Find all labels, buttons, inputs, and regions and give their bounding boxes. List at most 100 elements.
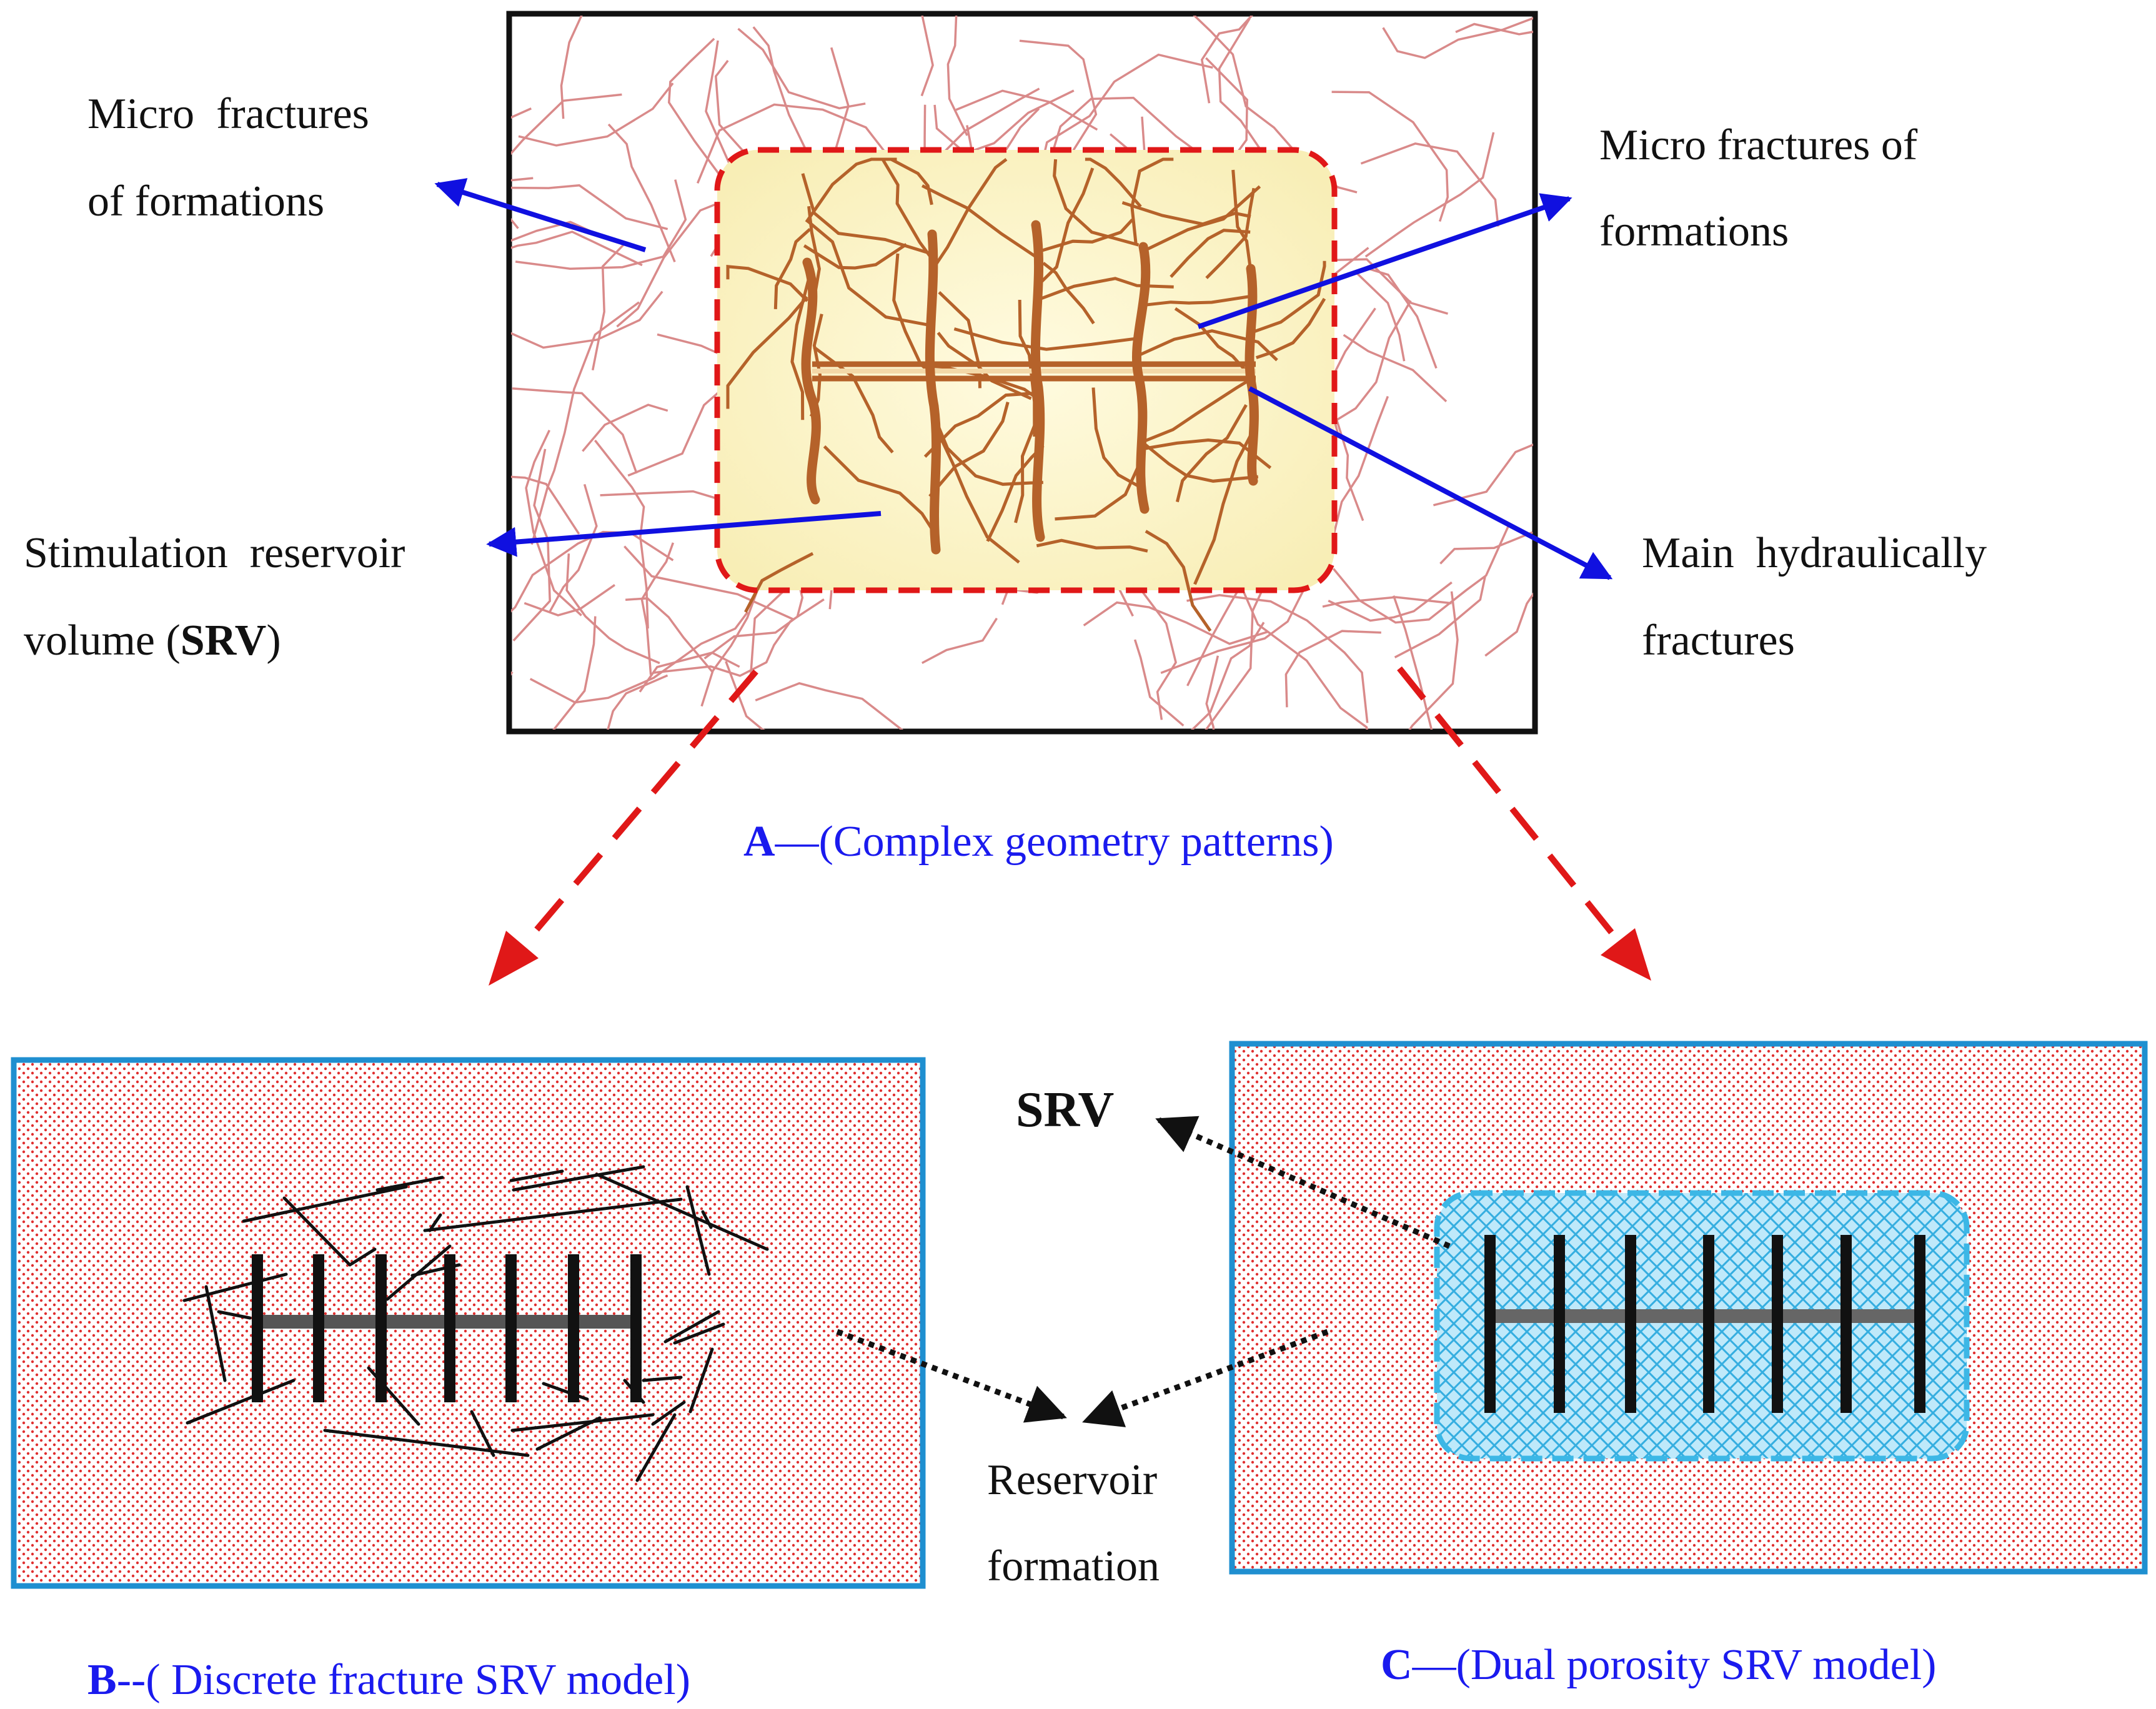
label-main-fractures-2: fractures (1642, 617, 1795, 665)
branch-fracture (1053, 159, 1140, 247)
micro-fracture (511, 475, 580, 535)
branch-fracture (934, 426, 1020, 564)
dashed-arrow-to-c-head (1601, 928, 1651, 981)
micro-fracture (640, 542, 675, 675)
label-srv-1: Stimulation reservoir (24, 529, 405, 577)
label-srv-2-prefix: volume ( (24, 617, 181, 665)
caption-b: B--( Discrete fracture SRV model) (87, 1656, 690, 1704)
branch-fracture (1193, 435, 1252, 585)
branch-fracture (823, 445, 940, 540)
micro-fracture (737, 27, 866, 110)
micro-fracture (1353, 270, 1406, 362)
caption-b-letter: B (87, 1656, 117, 1704)
natural-fracture-segment (673, 1322, 725, 1345)
natural-fracture-segment (512, 1165, 645, 1192)
label-reservoir-2: formation (987, 1542, 1160, 1590)
natural-fracture-segment (535, 1416, 602, 1451)
natural-fracture-segment (509, 1169, 564, 1182)
micro-fracture (920, 16, 934, 97)
natural-fracture-segment (323, 1429, 530, 1457)
micro-fracture (946, 16, 968, 136)
caption-a: A—(Complex geometry patterns) (743, 818, 1334, 866)
micro-fracture (668, 37, 728, 186)
micro-fracture (511, 290, 663, 349)
srv-dual-porosity-region (1434, 1190, 1970, 1462)
natural-fracture-segment (428, 1213, 442, 1232)
micro-fracture (511, 93, 622, 229)
hydraulic-fractures-b (252, 1254, 642, 1402)
branch-fracture (1121, 201, 1251, 226)
caption-a-text: —(Complex geometry patterns) (775, 818, 1334, 866)
branch-fracture (1205, 187, 1256, 279)
natural-fracture-segment (186, 1379, 296, 1425)
dotted-arrow-srv (1155, 1116, 1451, 1249)
branch-fracture (1175, 404, 1248, 503)
micro-fracture (511, 184, 668, 230)
micro-fracture (1382, 17, 1533, 59)
micro-fracture (1394, 577, 1486, 658)
panel-b: B--( Discrete fracture SRV model) (11, 1057, 926, 1704)
natural-fracture-segment (282, 1196, 352, 1267)
caption-a-letter: A (743, 818, 775, 866)
label-srv-2: volume (SRV) (24, 617, 281, 665)
branch-fracture (1091, 387, 1138, 487)
micro-fracture (1408, 591, 1459, 730)
branch-fracture (1144, 295, 1251, 307)
micro-fracture (725, 661, 765, 730)
reservoir-formation-annotation: Reservoir formation (836, 1329, 1329, 1590)
micro-fracture (1191, 622, 1265, 730)
label-main-fractures-1: Main hydraulically (1642, 529, 1987, 577)
arrow-main-fractures (1248, 386, 1613, 580)
natural-fracture-segment (204, 1285, 227, 1382)
branch-fracture (726, 295, 808, 409)
micro-fracture (1439, 531, 1533, 565)
branch-fracture (923, 391, 1039, 458)
srv-boundary (714, 147, 1338, 593)
micro-fracture (1455, 22, 1533, 36)
branch-fracture (1246, 260, 1326, 335)
branch-fracture (928, 402, 1010, 498)
micro-fracture (560, 16, 583, 119)
dashed-arrow-to-b-head (489, 931, 539, 986)
micro-fracture (1186, 594, 1369, 723)
branch-fracture (1134, 329, 1278, 362)
branch-fracture (1231, 169, 1254, 283)
micro-fracture (921, 617, 998, 665)
natural-fracture-segment (542, 1382, 589, 1401)
branch-fracture (1037, 167, 1095, 286)
main-hydraulic-fractures (801, 220, 1259, 555)
micro-fracture (607, 674, 668, 730)
branch-fracture (1085, 157, 1142, 208)
label-micro-right-2: formations (1599, 207, 1789, 255)
branch-fracture (803, 243, 908, 270)
natural-fracture-segment (595, 1172, 769, 1251)
branch-fracture (1130, 157, 1174, 244)
natural-fracture-segment (348, 1247, 377, 1267)
micro-fracture (1333, 523, 1511, 624)
micro-fracture (511, 230, 643, 267)
branch-fracture (790, 279, 810, 420)
micro-fracture (511, 671, 514, 676)
micro-fracture (518, 82, 674, 147)
micro-fracture (1343, 334, 1448, 402)
natural-fracture-segment (688, 1347, 714, 1414)
branch-fracture (1036, 538, 1148, 553)
natural-fracture-segment (423, 1197, 683, 1232)
natural-fracture-segment (635, 1413, 677, 1482)
micro-fracture (594, 439, 649, 629)
branch-fracture (1256, 297, 1326, 359)
panel-a-annotations: Micro fractures of formations Micro frac… (24, 90, 1987, 866)
label-micro-right-1: Micro fractures of (1599, 121, 1918, 169)
branch-fracture (953, 327, 1138, 351)
label-micro-left-2: of formations (87, 177, 324, 225)
micro-fracture (582, 404, 668, 452)
natural-fracture-segment (663, 1310, 720, 1344)
branch-fracture (773, 227, 812, 309)
natural-fracture-segment (242, 1185, 408, 1223)
micro-fracture (1364, 132, 1495, 258)
natural-fracture-segment (470, 1410, 495, 1457)
micro-fracture (1360, 142, 1499, 227)
micro-fracture (1133, 639, 1185, 727)
micro-fracture (1322, 596, 1452, 608)
natural-fracture-segment (182, 1272, 288, 1302)
